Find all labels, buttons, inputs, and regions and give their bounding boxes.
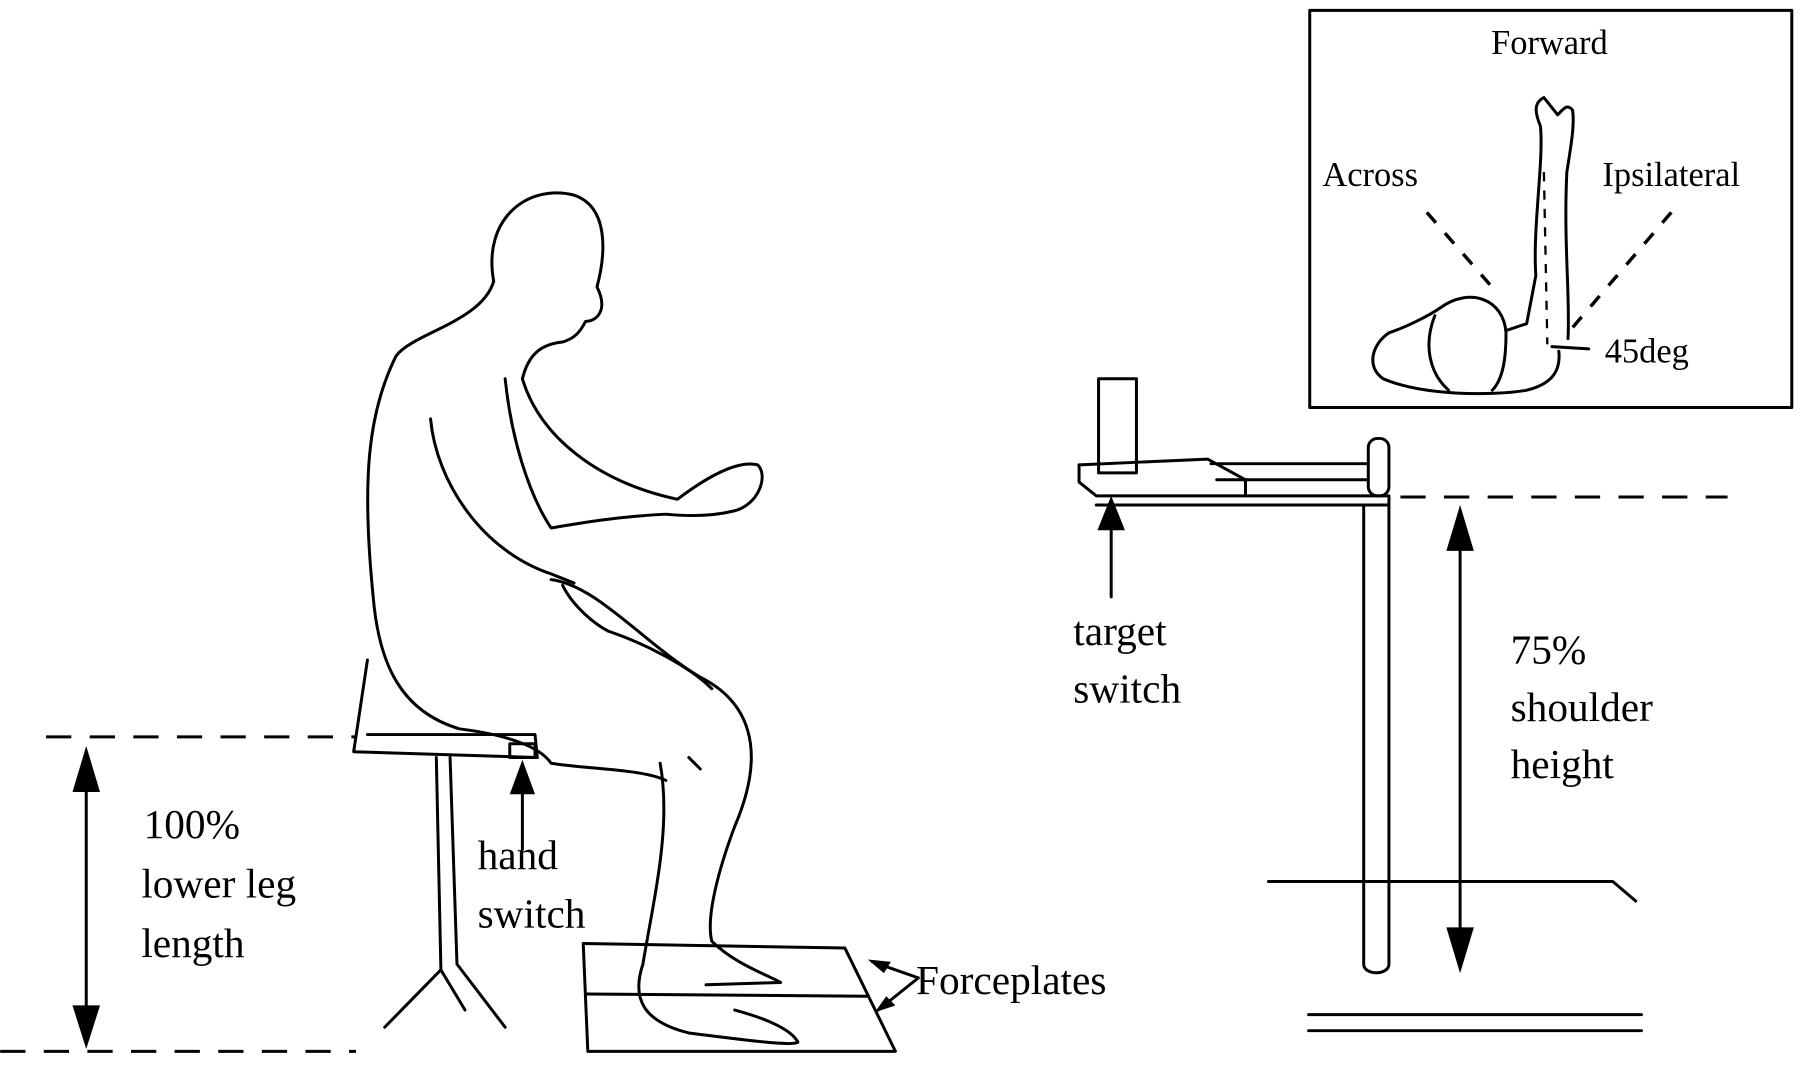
stool: [352, 658, 539, 1029]
hand-switch-label-2: switch: [478, 890, 586, 936]
lower-leg-label-3: length: [141, 920, 245, 966]
target-switch-label-1: target: [1073, 608, 1167, 654]
forceplates: [581, 941, 920, 1053]
target-switch-label-2: switch: [1073, 665, 1181, 711]
inset-ipsilateral-label: Ipsilateral: [1602, 156, 1740, 194]
target-switch-arrow: [1097, 495, 1125, 599]
seated-person: [366, 191, 800, 1045]
forceplates-label: Forceplates: [916, 957, 1106, 1003]
hand-switch-label-1: hand: [478, 832, 559, 878]
reach-direction-inset: Forward Across Ipsilateral 45deg: [1308, 8, 1794, 409]
lower-leg-label-2: lower leg: [141, 861, 296, 907]
shoulder-label-2: shoulder: [1511, 684, 1653, 730]
inset-across-label: Across: [1322, 156, 1418, 194]
shoulder-height-arrow: [1446, 505, 1474, 974]
shoulder-label-3: height: [1511, 741, 1615, 787]
lower-leg-arrow: [72, 746, 101, 1050]
shoulder-label-1: 75%: [1511, 626, 1587, 672]
inset-angle-label: 45deg: [1605, 333, 1689, 371]
table: [1077, 377, 1643, 1033]
hand-switch-arrow: [509, 759, 536, 851]
inset-forward-label: Forward: [1491, 24, 1608, 62]
lower-leg-label-1: 100%: [144, 801, 240, 847]
